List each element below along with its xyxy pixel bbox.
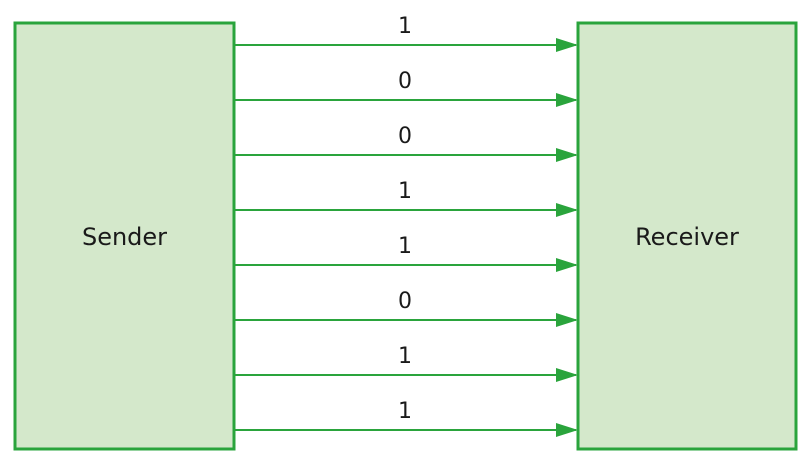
receiver-box: Receiver: [576, 21, 798, 451]
bit-label: 1: [398, 234, 412, 259]
bit-label: 1: [398, 179, 412, 204]
bit-label: 1: [398, 14, 412, 39]
receiver-rect: [576, 21, 798, 451]
bit-label: 0: [398, 69, 412, 94]
data-lines: 1 0 0 1 1 0 1 1: [234, 14, 578, 437]
sender-box: Sender: [13, 21, 236, 451]
bit-label: 0: [398, 289, 412, 314]
receiver-label: Receiver: [635, 223, 739, 251]
bit-label: 1: [398, 344, 412, 369]
bit-label: 0: [398, 124, 412, 149]
bit-label: 1: [398, 399, 412, 424]
sender-label: Sender: [82, 223, 167, 251]
sender-rect: [13, 21, 236, 451]
